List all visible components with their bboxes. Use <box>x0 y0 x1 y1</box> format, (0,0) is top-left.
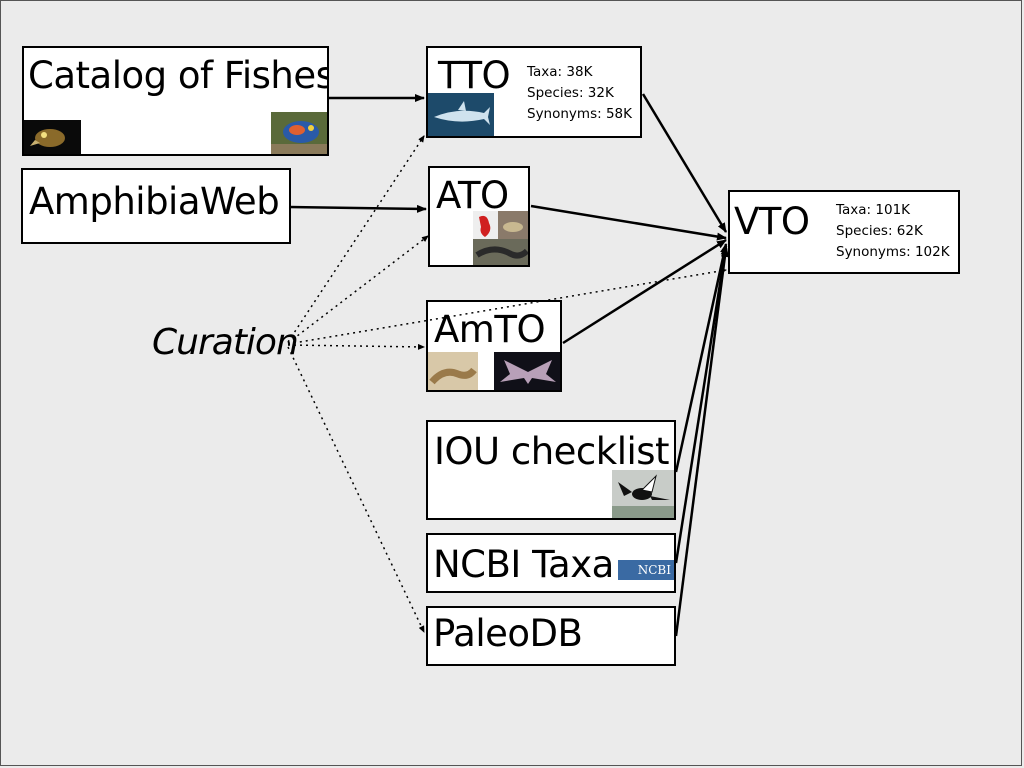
curation-label: Curation <box>152 322 299 363</box>
vto-box: VTO Taxa: 101K Species: 62K Synonyms: 10… <box>728 190 960 274</box>
catalog-of-fishes-box: Catalog of Fishes <box>22 46 329 156</box>
ncbi-logo-text: NCBI <box>637 563 671 577</box>
ncbi-taxa-box: NCBI Taxa NCBI <box>426 533 676 593</box>
iou-checklist-label: IOU checklist <box>434 430 670 473</box>
curation-edge-tto <box>287 135 425 343</box>
tto-box: TTO Taxa: 38K Species: 32K Synonyms: 58K <box>426 46 642 138</box>
edge-paleodb-to-vto <box>674 247 729 637</box>
vto-synonyms: Synonyms: 102K <box>836 244 950 260</box>
paleodb-label: PaleoDB <box>433 612 583 655</box>
curation-edge-paleodb <box>287 346 425 633</box>
paleodb-box: PaleoDB <box>426 606 676 666</box>
mandarinfish-thumbnail <box>271 112 327 154</box>
edge-ncbi-to-vto <box>674 245 729 564</box>
vto-species: Species: 62K <box>836 223 923 239</box>
ncbi-logo: NCBI <box>618 560 674 580</box>
amto-label: AmTO <box>434 308 546 351</box>
shark-thumbnail <box>428 93 494 136</box>
vto-stats: Taxa: 101K Species: 62K Synonyms: 102K <box>836 200 950 263</box>
edge-tto-to-vto <box>641 93 728 233</box>
tto-species: Species: 32K <box>527 85 614 101</box>
edge-amphibiaweb-to-ato <box>288 204 427 213</box>
ato-box: ATO <box>428 166 530 267</box>
lizard-thumbnail <box>428 352 478 390</box>
tto-synonyms: Synonyms: 58K <box>527 106 632 122</box>
vto-taxa: Taxa: 101K <box>836 202 911 218</box>
ncbi-taxa-label: NCBI Taxa <box>433 543 614 586</box>
catalog-of-fishes-label: Catalog of Fishes <box>28 54 329 97</box>
tto-taxa: Taxa: 38K <box>527 64 593 80</box>
curation-edge-amto <box>287 343 425 350</box>
bat-thumbnail <box>494 352 560 390</box>
anglerfish-thumbnail <box>24 120 81 154</box>
magpie-thumbnail <box>612 470 674 518</box>
edge-iou-to-vto <box>674 243 728 473</box>
ato-label: ATO <box>436 174 509 217</box>
frog-salamander-collage-thumbnail <box>473 211 528 265</box>
curation-edge-vto <box>287 268 727 345</box>
amphibiaweb-box: AmphibiaWeb <box>21 168 291 244</box>
iou-checklist-box: IOU checklist <box>426 420 676 520</box>
amto-box: AmTO <box>426 300 562 392</box>
amphibiaweb-label: AmphibiaWeb <box>29 180 280 223</box>
vto-label: VTO <box>734 200 810 243</box>
edge-ato-to-vto <box>530 204 727 241</box>
curation-edge-ato <box>287 235 429 344</box>
tto-label: TTO <box>438 54 511 97</box>
edge-amto-to-vto <box>562 238 727 345</box>
tto-stats: Taxa: 38K Species: 32K Synonyms: 58K <box>527 62 632 125</box>
